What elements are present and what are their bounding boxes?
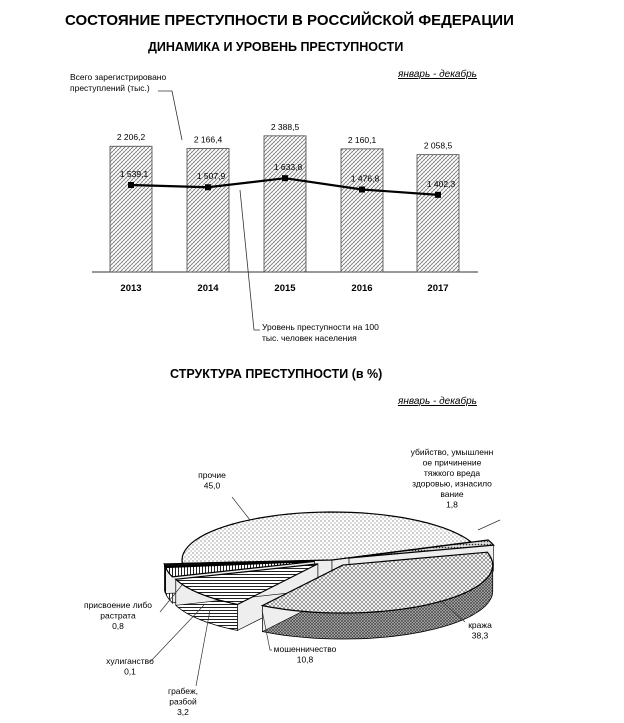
pie-slice-other (181, 511, 473, 564)
level-value-label-2013: 1 539,1 (120, 169, 149, 179)
level-line-group (128, 175, 441, 198)
line-series-note-line2: тыс. человек населения (262, 333, 357, 343)
structure-chart-title: СТРУКТУРА ПРЕСТУПНОСТИ (в %) (170, 367, 382, 381)
pie-leader-robbery (195, 609, 211, 687)
x-tick-label-2014: 2014 (197, 283, 219, 294)
line-note-leader (239, 189, 260, 331)
bar-value-label-2017: 2 058,5 (424, 141, 453, 151)
pie-slice-hooliganism (164, 560, 315, 568)
level-point-2016 (359, 186, 365, 193)
bar-value-label-2014: 2 166,4 (194, 135, 223, 145)
structure-period: январь - декабрь (397, 395, 477, 407)
level-point-2015 (282, 175, 288, 182)
dynamics-period: январь - декабрь (397, 68, 477, 80)
pie-slice-fraud (174, 563, 319, 606)
bar-2017 (416, 154, 460, 273)
level-value-label-2014: 1 507,9 (197, 171, 226, 181)
pie-leader-embezzlement (159, 584, 183, 613)
structure-chart: СТРУКТУРА ПРЕСТУПНОСТИ (в %) январь - де… (84, 367, 501, 717)
x-tick-label-2015: 2015 (274, 283, 296, 294)
pie-leader-fraud (261, 609, 272, 651)
bars-series-note-line2: преступлений (тыс.) (70, 83, 150, 93)
bars-note-leader (158, 90, 183, 141)
pie-leader-hooliganism (149, 604, 205, 663)
pie-leader-murder (477, 519, 501, 531)
level-value-label-2017: 1 402,3 (427, 179, 456, 189)
bar-value-label-2013: 2 206,2 (117, 132, 146, 142)
bars-series-note-line1: Всего зарегистрировано (70, 72, 166, 82)
level-point-2014 (205, 184, 211, 191)
dynamics-labels-group: 2 206,2 2013 2 166,4 2014 2 388,5 2015 2 160,1… (117, 90, 456, 331)
bar-value-label-2015: 2 388,5 (271, 122, 300, 132)
level-point-2017 (435, 191, 441, 198)
dynamics-chart: ДИНАМИКА И УРОВЕНЬ ПРЕСТУПНОСТИ январь -… (70, 40, 478, 343)
bars-group (92, 135, 478, 273)
dynamics-chart-title: ДИНАМИКА И УРОВЕНЬ ПРЕСТУПНОСТИ (148, 40, 403, 54)
level-value-label-2015: 1 633,8 (274, 162, 303, 172)
bar-value-label-2016: 2 160,1 (348, 135, 377, 145)
bar-2013 (109, 145, 153, 273)
level-point-2013 (128, 182, 134, 188)
pie-leader-other (231, 496, 251, 521)
line-series-note-line1: Уровень преступности на 100 (262, 322, 379, 332)
pie-slice-robbery (164, 560, 315, 578)
pie-group (162, 511, 495, 640)
x-tick-label-2017: 2017 (427, 283, 448, 294)
bar-2014 (186, 148, 230, 273)
bar-2015 (263, 135, 307, 273)
level-value-label-2016: 1 476,8 (351, 173, 380, 183)
bar-2016 (340, 148, 384, 273)
x-tick-label-2016: 2016 (351, 283, 372, 294)
page-title: СОСТОЯНИЕ ПРЕСТУПНОСТИ В РОССИЙСКОЙ ФЕДЕ… (65, 11, 514, 29)
x-tick-label-2013: 2013 (120, 283, 141, 294)
pie-slice-theft (260, 551, 494, 614)
pie-slice-murder (348, 539, 495, 559)
pie-leader-theft (439, 599, 466, 623)
